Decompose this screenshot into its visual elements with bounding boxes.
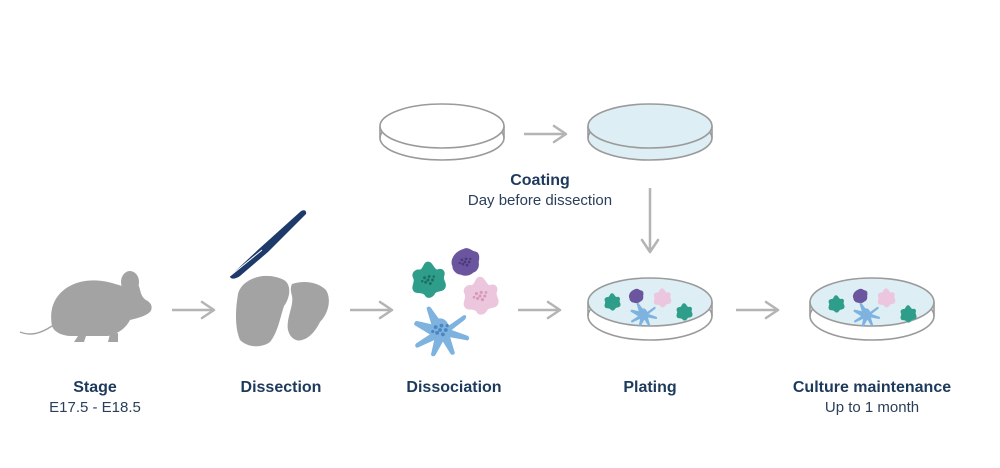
plating-label: Plating <box>575 378 725 398</box>
dissection-label: Dissection <box>206 378 356 398</box>
culture-label: Culture maintenance Up to 1 month <box>782 378 962 418</box>
dissociation-label: Dissociation <box>379 378 529 398</box>
tissue-silhouette <box>236 275 329 347</box>
coating-title: Coating <box>510 172 570 189</box>
stage-subtitle: E17.5 - E18.5 <box>49 399 141 416</box>
stage-label: Stage E17.5 - E18.5 <box>20 378 170 418</box>
dissociated-cells <box>412 248 499 357</box>
dissociation-title: Dissociation <box>406 379 502 396</box>
stage-title: Stage <box>73 379 117 396</box>
coating-label: Coating Day before dissection <box>440 171 640 211</box>
mouse-silhouette <box>19 271 152 342</box>
coating-subtitle: Day before dissection <box>467 192 613 209</box>
scalpel-icon <box>229 210 307 279</box>
coated-dish <box>587 103 713 161</box>
culture-dish <box>809 277 935 341</box>
empty-dish <box>379 103 505 161</box>
flow-arrows <box>172 124 780 320</box>
dissection-title: Dissection <box>240 379 322 396</box>
plating-title: Plating <box>623 379 677 396</box>
plating-dish <box>587 277 713 341</box>
culture-subtitle: Up to 1 month <box>824 399 920 416</box>
culture-title: Culture maintenance <box>792 379 952 396</box>
